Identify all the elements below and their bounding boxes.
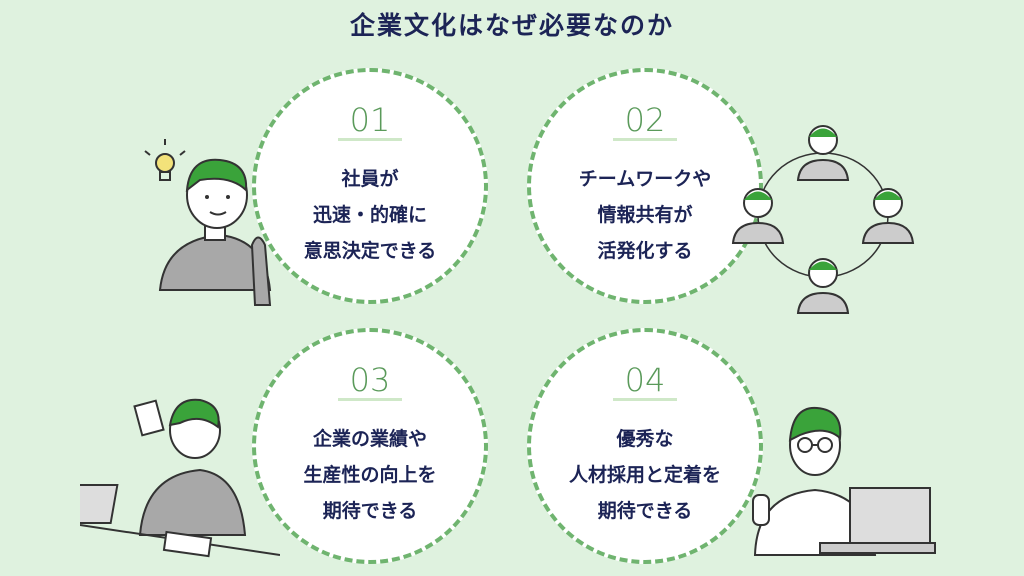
point-text-line: チームワークや xyxy=(578,168,712,190)
team-network-illustration xyxy=(731,125,915,314)
point-text-line: 生産性の向上を xyxy=(303,464,437,486)
point-text-line: 迅速・的確に xyxy=(312,204,427,226)
point-text-line: 意思決定できる xyxy=(303,240,437,262)
point-number: 03 xyxy=(337,362,403,401)
point-text-line: 人材採用と定着を xyxy=(568,464,721,486)
point-circle-04: 04 優秀な 人材採用と定着を 期待できる xyxy=(527,328,763,564)
laptop-man-illustration xyxy=(752,406,936,556)
point-text-line: 活発化する xyxy=(597,240,693,262)
point-text-line: 社員が xyxy=(341,168,399,190)
point-circle-02: 02 チームワークや 情報共有が 活発化する xyxy=(527,68,763,304)
point-text-line: 情報共有が xyxy=(597,204,693,226)
point-number: 01 xyxy=(337,102,403,141)
team-member-icon xyxy=(796,258,850,314)
point-number: 04 xyxy=(612,362,678,401)
team-member-icon xyxy=(731,188,785,244)
idea-person-illustration xyxy=(144,139,272,306)
point-text-line: 優秀な xyxy=(616,428,674,450)
point-text-line: 期待できる xyxy=(322,500,418,522)
point-circle-03: 03 企業の業績や 生産性の向上を 期待できる xyxy=(252,328,488,564)
busy-worker-illustration xyxy=(80,398,280,558)
lightbulb-icon xyxy=(144,139,186,181)
point-text-line: 企業の業績や xyxy=(312,428,427,450)
page-title: 企業文化はなぜ必要なのか xyxy=(349,11,674,40)
point-text-line: 期待できる xyxy=(597,500,693,522)
team-member-icon xyxy=(861,188,915,244)
point-number: 02 xyxy=(612,102,678,141)
team-member-icon xyxy=(796,125,850,181)
point-circle-01: 01 社員が 迅速・的確に 意思決定できる xyxy=(252,68,488,304)
glasses-icon xyxy=(797,437,833,453)
